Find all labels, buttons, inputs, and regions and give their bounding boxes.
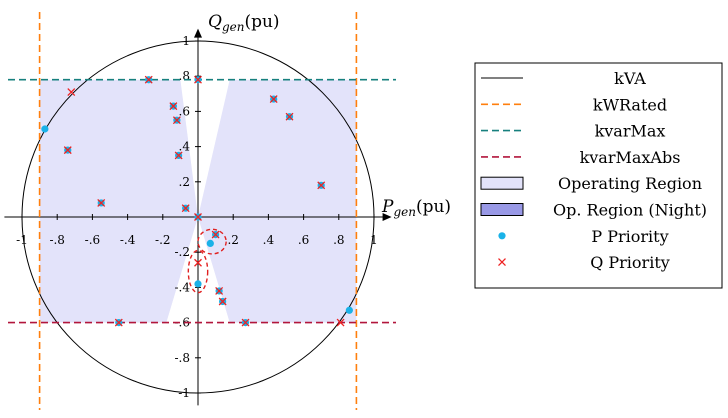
q-priority-point — [215, 286, 224, 295]
q-priority-point — [97, 198, 106, 207]
q-priority-point — [285, 112, 294, 121]
legend-label: Op. Region (Night) — [553, 201, 707, 220]
y-tick-label: -.8 — [174, 351, 190, 365]
x-tick-label: -.6 — [85, 233, 101, 247]
x-tick-label: .6 — [298, 233, 309, 247]
highlight-ellipse — [187, 249, 209, 294]
q-priority-point — [172, 116, 181, 125]
q-priority-point — [498, 258, 506, 267]
p-priority-point — [498, 232, 506, 240]
q-priority-point — [174, 151, 183, 160]
highlight-ellipse — [197, 228, 227, 255]
q-priority-point — [194, 258, 202, 267]
operating-region-left — [39, 79, 198, 323]
q-priority-point — [144, 75, 153, 84]
y-tick-label: 1 — [182, 34, 190, 48]
q-priority-point — [181, 204, 190, 213]
legend-label: kvarMaxAbs — [580, 148, 681, 167]
q-priority-point — [336, 318, 345, 327]
y-tick-label: .6 — [179, 104, 190, 118]
p-priority-point — [206, 239, 214, 247]
x-tick-label: -.2 — [155, 233, 171, 247]
y-tick-label: -.6 — [174, 316, 190, 330]
y-tick-label: .4 — [179, 140, 191, 154]
y-axis-title: Qgen(pu) — [208, 12, 280, 34]
q-priority-point — [67, 88, 76, 96]
legend-swatch-region — [480, 176, 524, 190]
y-axis-arrow — [194, 28, 202, 38]
y-tick-label: -.2 — [174, 245, 190, 259]
q-priority-point — [241, 318, 250, 327]
q-priority-point — [114, 318, 123, 327]
q-priority-point — [194, 75, 202, 84]
y-tick-label: .2 — [179, 175, 190, 189]
q-priority-point — [194, 213, 202, 221]
legend-label: kVA — [614, 69, 646, 88]
q-priority-point — [211, 230, 220, 239]
x-tick-label: -.8 — [49, 233, 65, 247]
y-tick-label: -.4 — [174, 280, 190, 294]
p-priority-point — [41, 125, 49, 133]
x-tick-label: 1 — [370, 233, 378, 247]
operating-region-right — [198, 79, 357, 323]
legend-label: P Priority — [591, 227, 668, 246]
q-priority-point — [218, 297, 227, 306]
p-priority-point — [194, 280, 202, 288]
legend-swatch-night-region — [480, 203, 524, 216]
q-priority-point — [269, 95, 278, 104]
q-priority-point — [317, 181, 326, 190]
x-tick-label: .2 — [227, 233, 238, 247]
legend-label: Operating Region — [558, 174, 702, 193]
plot-area: -1 -.8 -.6 -.4 -.2 .2 .4 .6 .8 1 1 .8 .6 .4 .2 -.2 -.4 -.… — [4, 12, 451, 410]
legend-label: kvarMax — [595, 122, 666, 141]
x-axis-title: Pgen(pu) — [381, 197, 451, 219]
legend-label: Q Priority — [590, 253, 670, 272]
x-axis-arrow — [382, 213, 392, 221]
y-tick-label: .8 — [179, 69, 190, 83]
p-priority-point — [345, 306, 353, 314]
x-tick-label: -1 — [16, 233, 28, 247]
x-tick-label: .4 — [263, 233, 275, 247]
x-tick-label: .8 — [333, 233, 344, 247]
legend-label: kWRated — [593, 95, 667, 114]
legend-box — [474, 62, 723, 289]
x-tick-label: -.4 — [120, 233, 136, 247]
q-priority-point — [63, 146, 72, 155]
y-tick-label: -1 — [178, 386, 190, 400]
q-priority-point — [169, 102, 178, 111]
